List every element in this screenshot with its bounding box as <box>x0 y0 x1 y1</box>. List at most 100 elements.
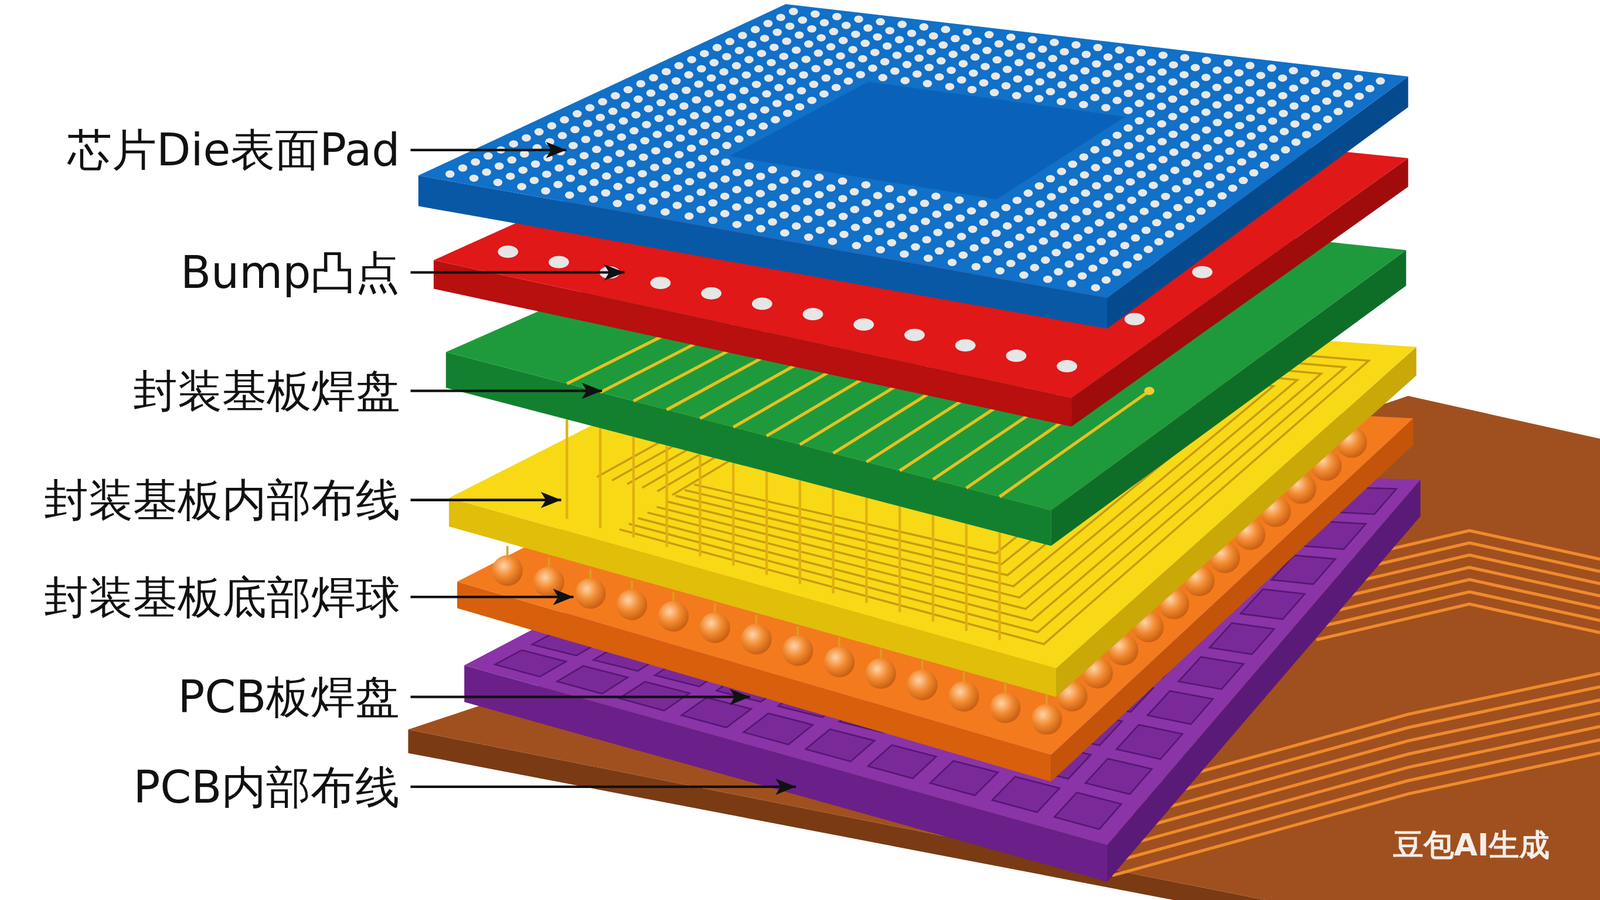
pcb-trace <box>1316 603 1600 640</box>
die-pad <box>884 26 895 35</box>
die-pad <box>971 262 981 271</box>
die-pad <box>627 143 638 151</box>
die-pad <box>802 180 813 189</box>
solder-ball <box>824 646 855 677</box>
bump <box>904 328 925 342</box>
die-pad <box>572 110 582 118</box>
die-pad <box>933 228 943 237</box>
die-pad <box>1123 124 1133 132</box>
die-pad <box>907 188 918 197</box>
die-pad <box>595 113 605 122</box>
die-pad <box>708 216 718 224</box>
die-pad <box>991 229 1002 238</box>
die-pad <box>638 153 649 162</box>
die-pad <box>826 184 836 192</box>
die-pad <box>1190 133 1201 142</box>
die-pad <box>623 86 633 94</box>
die-pad <box>1093 43 1103 52</box>
die-pad <box>779 176 789 185</box>
watermark: 豆包AI生成 <box>1393 828 1551 862</box>
die-pad <box>547 121 557 130</box>
die-pad <box>1112 149 1123 158</box>
die-pad <box>1157 68 1167 77</box>
die-pad <box>829 28 839 36</box>
die-pad <box>1322 115 1333 124</box>
die-pad <box>1245 79 1255 87</box>
die-pad <box>767 165 778 174</box>
die-pad <box>886 220 896 229</box>
die-pad <box>803 215 813 224</box>
die-pad <box>826 219 837 228</box>
die-pad <box>1057 80 1067 89</box>
die-pad <box>1114 46 1125 54</box>
die-pad <box>884 202 895 211</box>
die-core <box>729 81 1126 199</box>
solder-ball <box>492 555 523 586</box>
die-pad <box>685 178 695 186</box>
die-pad <box>1212 118 1222 127</box>
die-pad <box>936 57 946 66</box>
die-pad <box>912 70 922 78</box>
pcb-pad <box>1147 690 1214 724</box>
die-pad <box>698 154 708 163</box>
via-line <box>931 514 935 622</box>
die-pad <box>681 86 691 95</box>
die-pad <box>1145 92 1156 101</box>
die-pad <box>848 45 858 54</box>
die-pad <box>1024 68 1034 77</box>
die-pad <box>673 167 683 176</box>
die-pad <box>1183 196 1194 204</box>
die-pad <box>1226 165 1237 174</box>
die-pad <box>1353 74 1364 83</box>
die-pad <box>565 174 575 183</box>
die-pad <box>798 70 809 79</box>
die-pad <box>458 164 468 172</box>
die-pad <box>1045 87 1055 96</box>
die-pad <box>589 195 599 204</box>
die-pad <box>884 184 894 193</box>
die-pad <box>1134 117 1145 125</box>
die-pad <box>604 139 614 148</box>
via-line <box>865 497 868 603</box>
die-pad <box>826 201 836 210</box>
die-pad <box>723 125 733 134</box>
die-pad <box>791 222 802 230</box>
die-pad <box>1082 208 1092 216</box>
die-pad <box>767 200 778 209</box>
die-pad <box>1034 94 1044 103</box>
die-pad <box>481 168 492 176</box>
die-pad <box>1125 55 1135 64</box>
die-pad <box>1201 108 1211 117</box>
die-pad <box>1185 215 1196 223</box>
die-pad <box>995 267 1005 275</box>
via-line <box>998 532 1001 640</box>
die-pad <box>862 216 872 225</box>
die-pad <box>741 71 752 80</box>
pcb-pad <box>557 665 629 694</box>
die-pad <box>924 63 934 72</box>
die-pad <box>744 162 754 170</box>
die-pad <box>1206 199 1217 208</box>
die-pad <box>505 172 516 180</box>
die-pad <box>816 33 826 42</box>
die-pad <box>845 61 856 70</box>
die-pad <box>660 208 670 216</box>
die-pad <box>991 72 1001 80</box>
die-pad <box>641 120 652 129</box>
die-pad <box>1057 185 1068 194</box>
die-pad <box>1193 169 1203 178</box>
die-pad <box>781 37 792 46</box>
die-pad <box>1023 84 1034 93</box>
die-pad <box>720 209 730 218</box>
die-pad <box>1170 166 1180 175</box>
die-pad <box>1090 145 1100 154</box>
die-pad <box>542 170 552 179</box>
die-pad <box>880 58 890 66</box>
die-pad <box>1364 84 1375 93</box>
die-pad <box>626 159 636 168</box>
die-pad <box>1067 279 1077 288</box>
via-line <box>565 419 568 519</box>
die-pad <box>1312 123 1322 131</box>
die-pad <box>1027 36 1038 44</box>
die-pad <box>896 195 907 204</box>
